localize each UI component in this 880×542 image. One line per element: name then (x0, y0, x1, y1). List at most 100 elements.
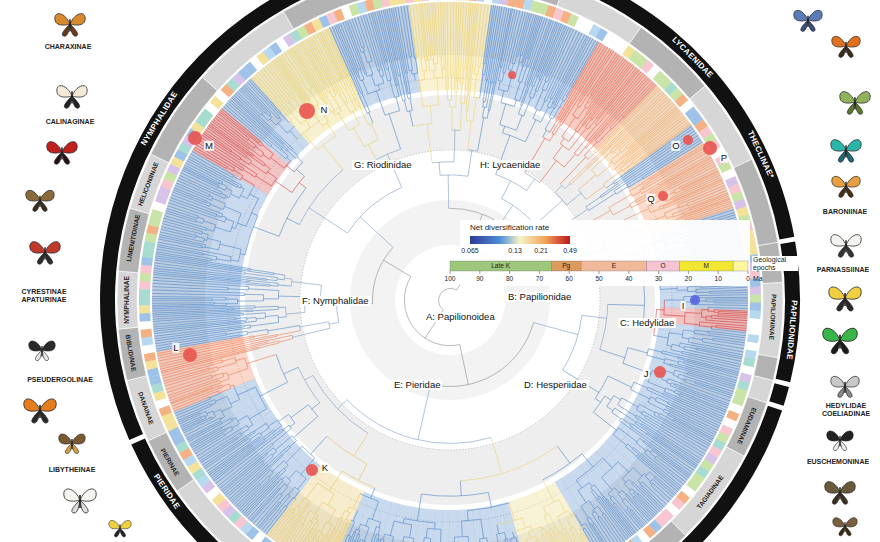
butterfly-body (839, 436, 840, 447)
butterfly-wing (40, 410, 48, 423)
butterfly-photo (64, 489, 96, 513)
legend-text: 30 (655, 275, 662, 282)
butterfly-wing (72, 434, 85, 444)
scale-tick (628, 271, 629, 274)
butterfly-body (69, 19, 71, 31)
butterfly-wing (64, 96, 72, 108)
butterfly-wing (33, 200, 40, 211)
trait-strip (139, 281, 150, 290)
butterfly-wing (109, 520, 120, 528)
legend-text: 0.065 (461, 247, 479, 255)
butterfly-wing (832, 492, 840, 504)
scale-tick (450, 271, 451, 274)
butterfly-body (61, 147, 63, 159)
butterfly-wing (829, 287, 845, 299)
tree-branches (284, 130, 609, 443)
butterfly-wing (64, 489, 80, 501)
dotted-time-circle (300, 150, 600, 450)
legend-text: 10 (715, 275, 722, 282)
butterfly-wing (72, 86, 87, 97)
butterfly-wing (840, 492, 848, 504)
epoch-bar (551, 261, 581, 271)
butterfly-wing (65, 443, 72, 454)
rate-shift-letter: M (204, 141, 214, 151)
butterfly-wing (846, 235, 861, 246)
trait-strip (139, 313, 150, 322)
butterfly-photo (57, 86, 87, 109)
rate-shift-letter: N (320, 105, 329, 115)
butterfly-wing (846, 140, 861, 151)
butterfly-wing (62, 152, 70, 164)
subfamily-band (758, 283, 783, 358)
tree-branches (268, 433, 375, 542)
butterfly-body (839, 487, 841, 499)
scale-tick (479, 271, 480, 274)
trait-strip (139, 305, 150, 314)
scale-tick (569, 271, 570, 274)
scale-tick (748, 271, 749, 274)
butterfly-body (844, 522, 845, 532)
trait-strip (750, 303, 761, 312)
rate-shift-circle (683, 135, 693, 145)
legend-text: 80 (506, 275, 513, 282)
trait-strip (420, 0, 429, 1)
clade-label: E: Pieridae (392, 380, 442, 390)
legend-text: 0.13 (508, 247, 522, 255)
butterfly-wing (846, 186, 853, 197)
trait-strip (749, 318, 761, 327)
butterfly-wing (808, 10, 822, 21)
scale-tick (658, 271, 659, 274)
trait-strip (140, 265, 152, 274)
butterfly-wing (845, 518, 857, 527)
rate-shift-letter: O (671, 141, 680, 151)
butterfly-wing (840, 328, 857, 341)
butterfly-photo (29, 341, 55, 361)
trait-strip (749, 311, 760, 320)
butterfly-wing (114, 528, 120, 537)
butterfly-wing (45, 252, 53, 264)
trait-strip (453, 0, 462, 1)
subfamily-photo-label: EUSCHEMONINAE (807, 458, 869, 466)
legend-note: Geological epochs (752, 256, 798, 271)
trait-strip (388, 0, 398, 6)
butterfly-wing (42, 341, 55, 351)
epoch-bar (450, 261, 551, 271)
butterfly-body (807, 16, 808, 27)
butterfly-wing (72, 500, 80, 513)
epoch-bar (581, 261, 647, 271)
scale-tick (509, 271, 510, 274)
butterfly-wing (833, 440, 840, 451)
subfamily-photo-label: CYRESTINAE APATURINAE (14, 288, 74, 303)
trait-strip (396, 0, 406, 5)
butterfly-photo (827, 431, 853, 451)
legend-text: Late K (491, 262, 510, 269)
trait-strip (428, 0, 437, 1)
rate-wash (465, 509, 482, 542)
family-band (100, 0, 389, 440)
butterfly-wing (57, 86, 72, 97)
tree-branches (460, 438, 597, 542)
butterfly-wing (40, 399, 56, 411)
legend-text: M (704, 262, 709, 269)
clade-label: H: Lycaenidae (478, 160, 542, 170)
butterfly-wing (832, 176, 846, 187)
butterfly-wing (839, 46, 846, 57)
rate-shift-circle (306, 464, 318, 476)
butterfly-wing (62, 24, 70, 36)
butterfly-wing (47, 142, 62, 153)
time-band (245, 95, 655, 505)
legend-text: 0.49 (563, 247, 577, 255)
butterfly-photo (109, 520, 131, 537)
subfamily-photo-label: HEDYLIDAE COELIADINAE (817, 402, 875, 417)
butterfly-wing (838, 150, 846, 162)
legend-text: 50 (595, 275, 602, 282)
butterfly-photo (55, 14, 85, 37)
subfamily-band (597, 521, 686, 542)
butterfly-wing (823, 328, 840, 341)
butterfly-body (839, 335, 841, 349)
legend-text: O (661, 262, 666, 269)
butterfly-photo (30, 242, 60, 265)
butterfly-body (845, 42, 846, 53)
legend-ground (460, 220, 750, 286)
